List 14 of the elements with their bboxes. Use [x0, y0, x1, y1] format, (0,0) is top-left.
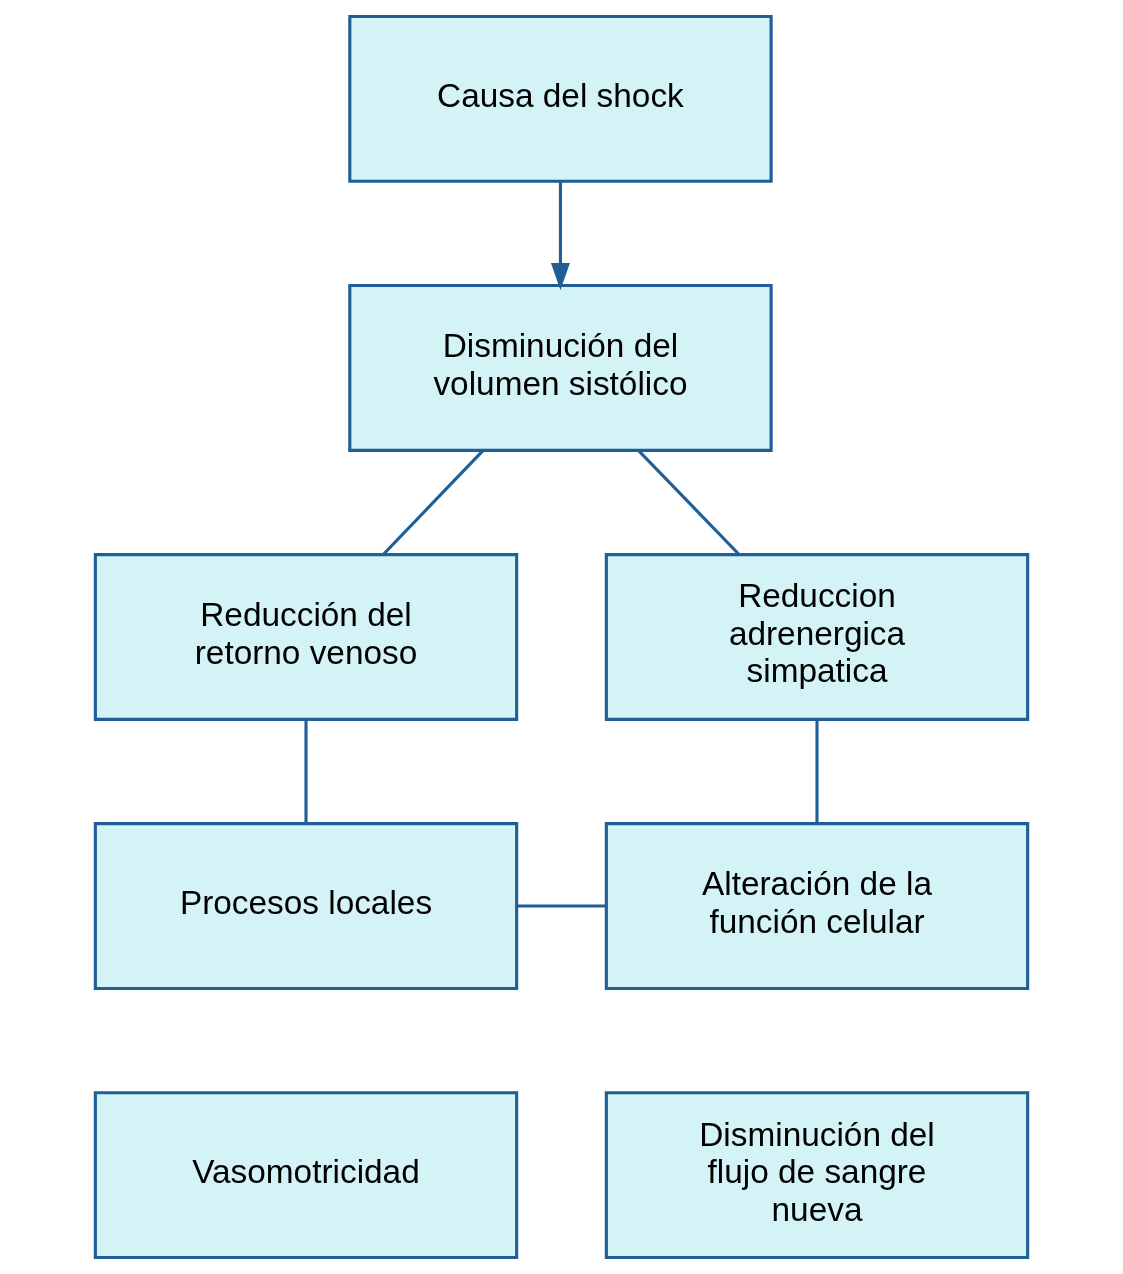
node-box: Reducción del retorno venoso [93, 553, 519, 721]
connector [517, 904, 606, 908]
node-box: Disminución del volumen sistólico [348, 284, 773, 452]
connector [815, 720, 819, 824]
node-box: Disminución del flujo de sangre nueva [604, 1091, 1030, 1260]
node-box: Reduccion adrenergica simpatica [604, 553, 1030, 721]
arrow [550, 181, 570, 291]
connector [304, 720, 308, 824]
connector [382, 449, 484, 556]
node-box: Vasomotricidad [93, 1091, 519, 1260]
node-box: Procesos locales [93, 822, 519, 990]
node-box: Alteración de la función celular [604, 822, 1030, 990]
connector [637, 449, 741, 556]
node-box: Causa del shock [348, 14, 773, 183]
